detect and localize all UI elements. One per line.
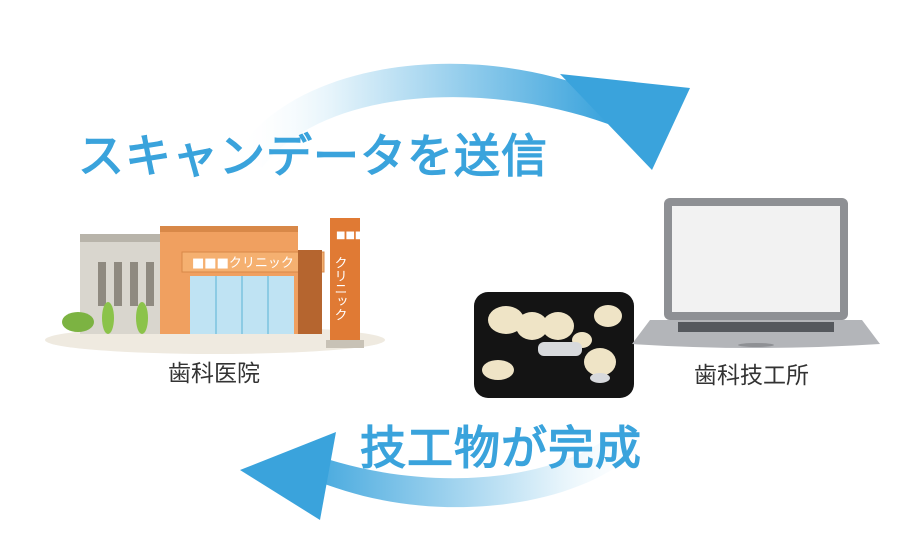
clinic-pillar-top-text: ■■■ xyxy=(336,230,364,241)
clinic-pillar-text: クリニック xyxy=(332,256,347,321)
clinic-sign-text: ■■■クリニック xyxy=(192,256,294,271)
prosthesis-complete-label: 技工物が完成 xyxy=(360,421,642,475)
curved-arrow-right-icon xyxy=(238,63,690,170)
curved-arrow-left-icon xyxy=(240,420,650,520)
dental-lab-label: 歯科技工所 xyxy=(694,363,809,389)
dental-clinic-label: 歯科医院 xyxy=(168,361,260,387)
send-scan-data-label: スキャンデータを送信 xyxy=(78,129,548,183)
